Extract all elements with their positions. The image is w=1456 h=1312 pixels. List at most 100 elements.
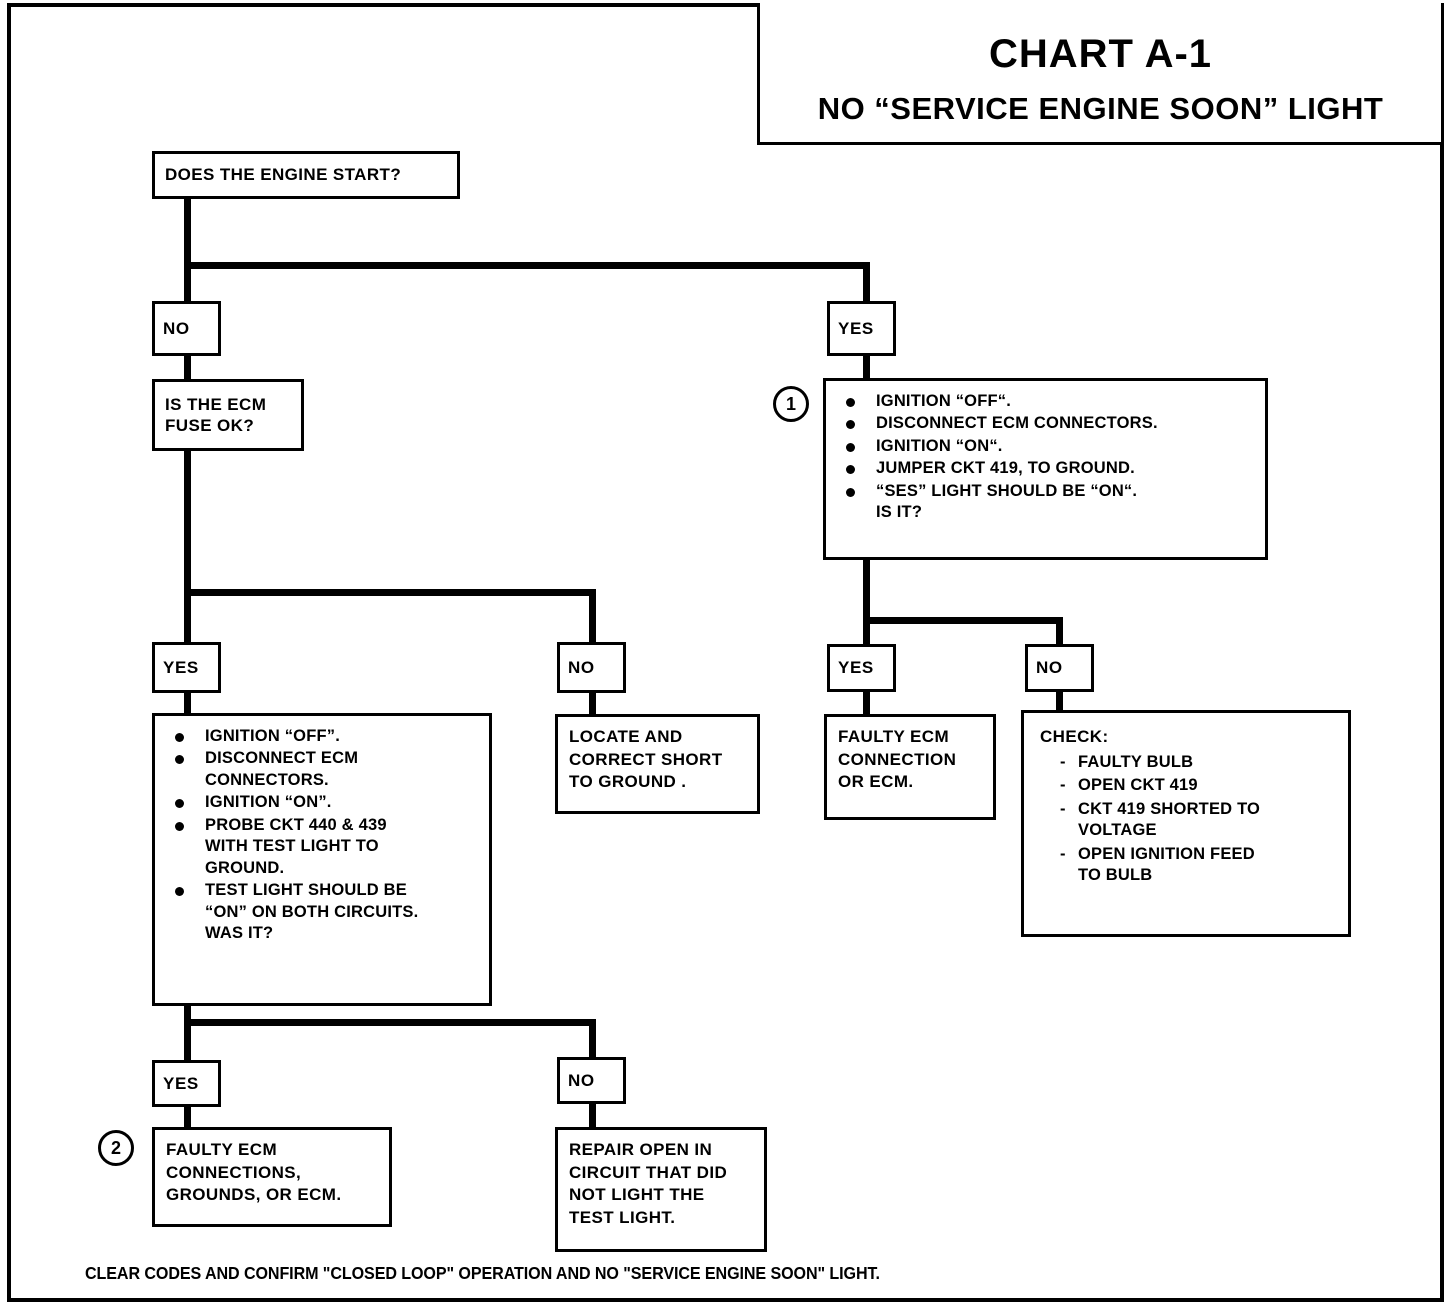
list-item: IGNITION “ON“.	[840, 436, 1257, 457]
list-item-text: IGNITION “OFF“.	[876, 392, 1011, 410]
tag-ses-no[interactable]: NO	[1025, 644, 1094, 692]
title-block: CHART A-1 NO “SERVICE ENGINE SOON” LIGHT	[757, 3, 1444, 145]
tag-start-yes-label: YES	[838, 318, 874, 338]
ses-bullet-list: IGNITION “OFF“. DISCONNECT ECM CONNECTOR…	[840, 391, 1257, 524]
list-item-text: IGNITION “OFF”.	[205, 727, 340, 745]
node-locate-short[interactable]: LOCATE AND CORRECT SHORT TO GROUND .	[555, 714, 760, 814]
connector-ses-no-down	[1056, 617, 1063, 645]
connector-no-down	[184, 262, 191, 304]
connector-fuse-no-down	[589, 589, 596, 645]
tag-test-light-yes-label: YES	[163, 1073, 199, 1093]
dash-marker: -	[1060, 776, 1066, 795]
bullet-icon	[846, 465, 855, 475]
list-item-text: DISCONNECT ECM CONNECTORS.	[876, 414, 1158, 433]
node-faulty-ecm-connections[interactable]: FAULTY ECM CONNECTIONS, GROUNDS, OR ECM.	[152, 1127, 392, 1227]
bullet-icon	[846, 487, 855, 497]
page-border	[7, 3, 1444, 1302]
check-dash-list: -FAULTY BULB -OPEN CKT 419 -CKT 419 SHOR…	[1040, 752, 1340, 887]
connector-branch-3	[184, 1019, 596, 1026]
callout-1-label: 1	[785, 393, 796, 414]
tag-test-light-yes[interactable]: YES	[152, 1060, 221, 1107]
connector-no-to-locate	[589, 691, 596, 716]
list-item: -CKT 419 SHORTED TO VOLTAGE	[1060, 799, 1340, 842]
bullet-icon	[175, 755, 184, 765]
connector-testlight-down	[184, 1005, 191, 1085]
tag-start-yes[interactable]: YES	[827, 301, 896, 356]
list-item: TEST LIGHT SHOULD BE “ON” ON BOTH CIRCUI…	[169, 880, 481, 944]
list-item: IGNITION “OFF“.	[840, 391, 1257, 412]
list-item-text: TEST LIGHT SHOULD BE “ON” ON BOTH CIRCUI…	[205, 881, 419, 942]
dash-marker: -	[1060, 844, 1066, 863]
connector-start-down	[184, 196, 191, 268]
node-test-light-procedure[interactable]: IGNITION “OFF”. DISCONNECT ECM CONNECTOR…	[152, 713, 492, 1006]
bullet-icon	[846, 420, 855, 430]
connector-testlight-no-down	[589, 1019, 596, 1059]
node-repair-open[interactable]: REPAIR OPEN IN CIRCUIT THAT DID NOT LIGH…	[555, 1127, 767, 1252]
connector-yes-to-faulty	[184, 1104, 191, 1130]
connector-ses-yes-to-result	[863, 691, 870, 717]
list-item-text: OPEN CKT 419	[1078, 776, 1198, 795]
footer-note: CLEAR CODES AND CONFIRM "CLOSED LOOP" OP…	[85, 1263, 880, 1283]
list-item: -OPEN CKT 419	[1060, 775, 1340, 796]
list-item-text: OPEN IGNITION FEED TO BULB	[1078, 844, 1255, 885]
node-check-list[interactable]: CHECK: -FAULTY BULB -OPEN CKT 419 -CKT 4…	[1021, 710, 1351, 937]
chart-number: CHART A-1	[988, 32, 1213, 76]
tag-ses-no-label: NO	[1036, 658, 1063, 678]
bullet-icon	[846, 442, 855, 452]
list-item-text: IGNITION “ON”.	[205, 793, 332, 812]
node-ecm-fuse-question[interactable]: IS THE ECM FUSE OK?	[152, 379, 304, 451]
start-question-text: DOES THE ENGINE START?	[165, 165, 402, 185]
connector-fuse-yes-down	[184, 589, 191, 645]
list-item: PROBE CKT 440 & 439 WITH TEST LIGHT TO G…	[169, 815, 481, 879]
list-item: JUMPER CKT 419, TO GROUND.	[840, 458, 1257, 479]
node-start-question[interactable]: DOES THE ENGINE START?	[152, 151, 460, 199]
node-ses-test-procedure[interactable]: IGNITION “OFF“. DISCONNECT ECM CONNECTOR…	[823, 378, 1268, 560]
connector-ses-no-to-check	[1056, 691, 1063, 712]
list-item-text: JUMPER CKT 419, TO GROUND.	[876, 459, 1135, 478]
connector-yes-to-testlight	[184, 691, 191, 716]
callout-circle-2: 2	[98, 1130, 134, 1166]
connector-fuse-down	[184, 448, 191, 596]
tag-test-light-no[interactable]: NO	[557, 1057, 626, 1104]
tag-fuse-yes[interactable]: YES	[152, 642, 221, 693]
tag-fuse-no[interactable]: NO	[557, 642, 626, 693]
list-item: IGNITION “OFF”.	[169, 726, 481, 747]
check-header: CHECK:	[1040, 727, 1109, 746]
list-item: DISCONNECT ECM CONNECTORS.	[840, 413, 1257, 434]
connector-ses-down	[863, 557, 870, 645]
tag-start-no[interactable]: NO	[152, 301, 221, 356]
bullet-icon	[175, 799, 184, 809]
bullet-icon	[846, 398, 855, 407]
bullet-icon	[175, 887, 184, 897]
list-item-text: “SES” LIGHT SHOULD BE “ON“. IS IT?	[876, 481, 1138, 522]
tag-test-light-no-label: NO	[568, 1070, 595, 1090]
faulty-ecm-connection-text: FAULTY ECM CONNECTION OR ECM.	[838, 727, 957, 792]
chart-subtitle: NO “SERVICE ENGINE SOON” LIGHT	[817, 91, 1384, 127]
tag-ses-yes[interactable]: YES	[827, 644, 896, 692]
tag-ses-yes-label: YES	[838, 658, 874, 678]
ecm-fuse-question-text: IS THE ECM FUSE OK?	[165, 394, 267, 435]
callout-circle-1: 1	[773, 386, 809, 422]
node-faulty-ecm-connection[interactable]: FAULTY ECM CONNECTION OR ECM.	[824, 714, 996, 820]
tag-start-no-label: NO	[163, 318, 190, 338]
dash-marker: -	[1060, 799, 1066, 818]
repair-open-text: REPAIR OPEN IN CIRCUIT THAT DID NOT LIGH…	[569, 1140, 728, 1227]
connector-yes-down	[863, 262, 870, 304]
connector-no-to-repair	[589, 1104, 596, 1130]
dash-marker: -	[1060, 753, 1066, 771]
list-item: DISCONNECT ECM CONNECTORS.	[169, 748, 481, 791]
callout-2-label: 2	[110, 1137, 121, 1158]
test-light-bullet-list: IGNITION “OFF”. DISCONNECT ECM CONNECTOR…	[169, 726, 481, 944]
faulty-ecm-connections-text: FAULTY ECM CONNECTIONS, GROUNDS, OR ECM.	[166, 1140, 342, 1205]
list-item: -FAULTY BULB	[1060, 752, 1340, 773]
list-item-text: PROBE CKT 440 & 439 WITH TEST LIGHT TO G…	[205, 815, 387, 877]
list-item: IGNITION “ON”.	[169, 792, 481, 813]
connector-branch-4	[863, 617, 1063, 624]
tag-fuse-yes-label: YES	[163, 657, 199, 677]
bullet-icon	[175, 733, 184, 742]
list-item: -OPEN IGNITION FEED TO BULB	[1060, 844, 1340, 887]
list-item-text: FAULTY BULB	[1078, 753, 1194, 771]
connector-yes-to-ses	[863, 353, 870, 381]
list-item: “SES” LIGHT SHOULD BE “ON“. IS IT?	[840, 481, 1257, 524]
